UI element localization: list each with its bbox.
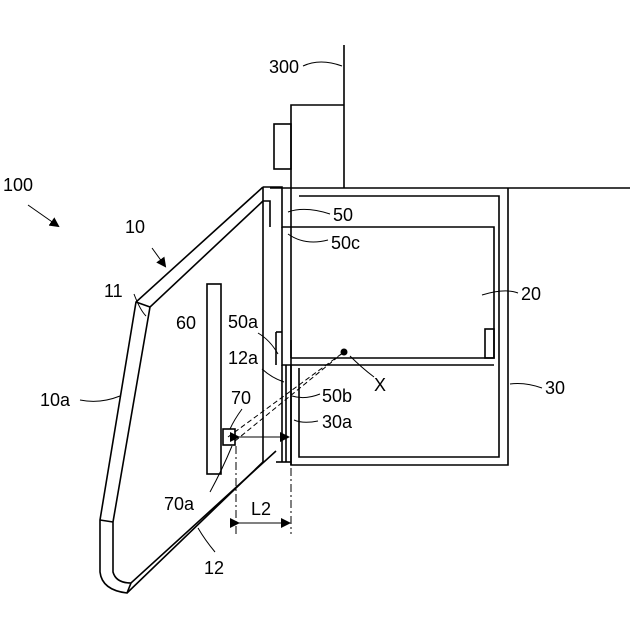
label-l2: L2 xyxy=(251,499,271,519)
leader-lines xyxy=(28,62,542,552)
point-x xyxy=(341,349,348,356)
label-x: X xyxy=(374,375,386,395)
label-300: 300 xyxy=(269,57,299,77)
label-30: 30 xyxy=(545,378,565,398)
wall-300 xyxy=(270,45,630,188)
member-60 xyxy=(207,284,221,474)
label-50: 50 xyxy=(333,205,353,225)
label-50c: 50c xyxy=(331,233,360,253)
label-50a: 50a xyxy=(228,312,259,332)
label-70a: 70a xyxy=(164,494,195,514)
wall-device xyxy=(274,105,344,188)
bracket-50 xyxy=(263,187,291,340)
label-10a: 10a xyxy=(40,390,71,410)
label-30a: 30a xyxy=(322,412,353,432)
label-60: 60 xyxy=(176,313,196,333)
label-12a: 12a xyxy=(228,348,259,368)
label-70: 70 xyxy=(231,388,251,408)
label-50b: 50b xyxy=(322,386,352,406)
tank-20 xyxy=(276,227,494,365)
label-100: 100 xyxy=(3,175,33,195)
label-11: 11 xyxy=(104,281,123,301)
label-20: 20 xyxy=(521,284,541,304)
label-12: 12 xyxy=(204,558,224,578)
sensor-70 xyxy=(223,429,235,445)
label-10: 10 xyxy=(125,217,145,237)
